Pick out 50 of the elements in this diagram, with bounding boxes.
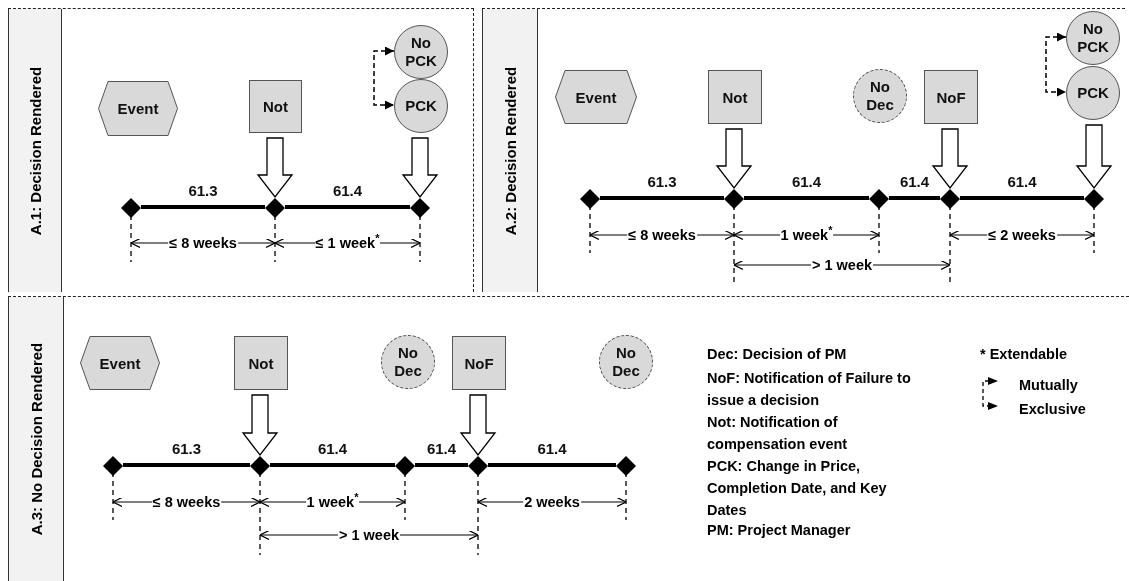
timeline-segment xyxy=(600,196,724,200)
block-arrow xyxy=(401,137,439,199)
notice-box: Not xyxy=(249,80,302,133)
timeline-segment xyxy=(488,463,616,467)
timeline-segment xyxy=(960,196,1084,200)
timeline-segment xyxy=(889,196,940,200)
panel-title: A.1: Decision Rendered xyxy=(26,66,44,235)
milestone-diamond xyxy=(869,189,889,209)
event-hexagon: Event xyxy=(98,81,178,136)
milestone-diamond xyxy=(103,456,123,476)
notice-box: Not xyxy=(708,70,762,124)
notice-box: NoF xyxy=(924,70,978,124)
definition-text: PM: Project Manager xyxy=(707,521,851,539)
block-arrow xyxy=(931,128,969,190)
milestone-diamond xyxy=(616,456,636,476)
dashed-circle: No Dec xyxy=(381,335,435,389)
notice-box: Not xyxy=(234,336,288,390)
panel-title: A.3: No Decision Rendered xyxy=(27,342,45,536)
outcome-circle: No PCK xyxy=(394,25,448,79)
definition-text: Not: Notification of compensation event xyxy=(707,413,849,454)
dashed-circle: No Dec xyxy=(599,335,653,389)
dashed-bracket-arrow xyxy=(373,46,395,110)
dashed-circle: No Dec xyxy=(853,69,907,123)
block-arrow xyxy=(241,394,279,457)
milestone-diamond xyxy=(121,198,141,218)
timeline-segment xyxy=(415,463,468,467)
panel-title: A.2: Decision Rendered xyxy=(501,66,519,235)
outcome-circle: PCK xyxy=(394,79,448,133)
timeline-segment xyxy=(123,463,250,467)
block-arrow xyxy=(459,394,497,457)
timeline-segment xyxy=(285,205,410,209)
timeline-segment xyxy=(270,463,395,467)
block-arrow xyxy=(256,137,294,199)
timeline-segment xyxy=(744,196,869,200)
definition-text: PCK: Change in Price, Completion Date, and Key Dates xyxy=(707,457,888,520)
definition-text: Dec: Decision of PM xyxy=(707,345,847,363)
event-hexagon: Event xyxy=(80,336,160,390)
outcome-circle: PCK xyxy=(1066,66,1120,120)
block-arrow xyxy=(715,128,753,190)
definition-text: NoF: Notification of Failure to issue a decision xyxy=(707,369,912,410)
timeline-segment xyxy=(141,205,265,209)
legend-text: Mutually Exclusive xyxy=(1019,376,1087,419)
event-hexagon: Event xyxy=(555,70,637,124)
milestone-diamond xyxy=(580,189,600,209)
outcome-circle: No PCK xyxy=(1066,11,1120,65)
block-arrow xyxy=(1075,124,1113,190)
dashed-bracket-arrow xyxy=(1045,32,1067,97)
footnote-text: * Extendable xyxy=(980,345,1068,363)
milestone-diamond xyxy=(395,456,415,476)
notice-box: NoF xyxy=(452,336,506,390)
